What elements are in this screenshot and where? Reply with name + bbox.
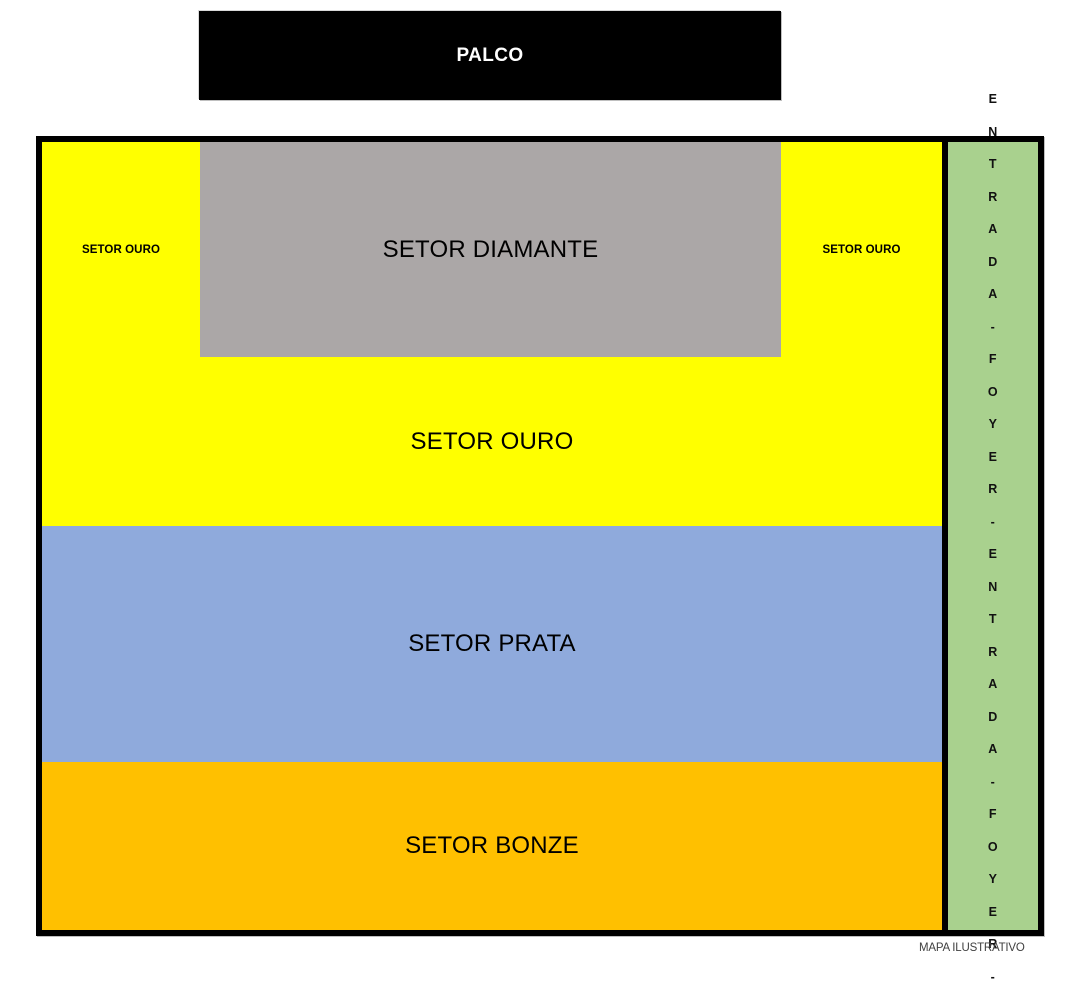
entrance-letter: Y [989,863,998,896]
sector-prata[interactable]: SETOR PRATA [42,526,942,762]
sector-diamante-label: SETOR DIAMANTE [383,236,599,264]
sector-diamante[interactable]: SETOR DIAMANTE [200,142,781,357]
sector-ouro-left-label: SETOR OURO [82,244,160,256]
sector-ouro-left[interactable]: SETOR OURO [42,142,200,357]
sector-prata-label: SETOR PRATA [408,630,576,658]
entrance-letter: N [988,116,998,149]
seating-area: SETOR OURO SETOR DIAMANTE SETOR OURO SET… [42,142,942,930]
illustrative-map-caption: MAPA ILUSTRATIVO [919,942,1025,954]
entrance-letter: E [989,83,998,116]
entrance-letter: E [989,538,998,571]
entrance-letter: R [988,181,998,214]
entrance-letter: E [989,441,998,474]
top-sector-row: SETOR OURO SETOR DIAMANTE SETOR OURO [42,142,942,357]
sector-ouro-right[interactable]: SETOR OURO [781,142,942,357]
stage-block: PALCO [199,11,781,100]
sector-bonze-label: SETOR BONZE [405,832,579,860]
entrance-letter: - [991,766,996,799]
entrance-letter: R [988,473,998,506]
entrance-letter: A [988,278,998,311]
entrance-letter: E [989,896,998,929]
entrance-letter: T [989,603,997,636]
entrance-letter: A [988,733,998,766]
entrance-letter: O [988,831,998,864]
seating-map-frame: SETOR OURO SETOR DIAMANTE SETOR OURO SET… [36,136,1044,936]
entrance-letter: A [988,213,998,246]
entrance-letter: A [988,668,998,701]
entrance-letter: T [989,148,997,181]
entrance-letter: D [988,701,998,734]
entrance-letter: - [991,506,996,539]
entrance-letter: N [988,571,998,604]
entrance-letter: F [989,798,997,831]
sector-bonze[interactable]: SETOR BONZE [42,762,942,930]
entrance-letter: Y [989,408,998,441]
entrance-letter: O [988,376,998,409]
sector-ouro-right-label: SETOR OURO [822,244,900,256]
entrance-letter: - [991,311,996,344]
sector-ouro-band-label: SETOR OURO [411,428,574,456]
stage-label: PALCO [456,45,523,67]
entrance-letter: D [988,246,998,279]
sector-ouro-band[interactable]: SETOR OURO [42,357,942,526]
entrance-letter: - [991,961,996,993]
entrance-letter: F [989,343,997,376]
entrance-letter: R [988,636,998,669]
